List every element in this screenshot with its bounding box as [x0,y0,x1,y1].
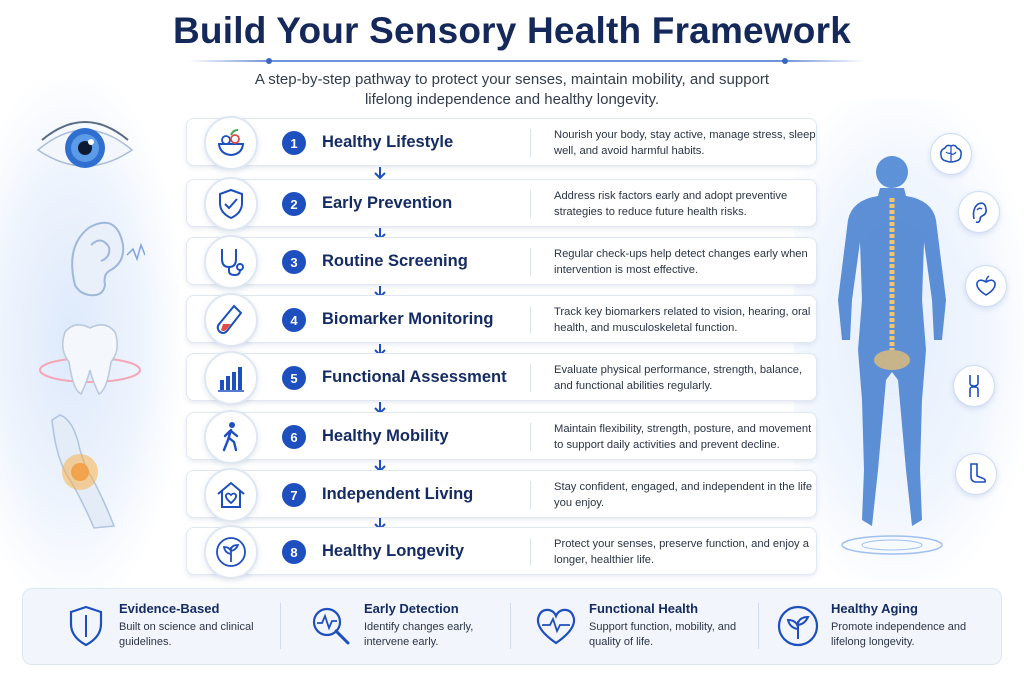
sprout-icon [204,525,258,579]
step-number: 3 [282,250,306,274]
feature-divider [758,603,759,649]
step-title: Early Prevention [322,194,453,212]
step-description: Protect your senses, preserve function, … [554,538,809,566]
eye-icon [30,100,140,190]
feature-healthy-aging: Healthy Aging Promote independence and l… [775,589,990,666]
step-title: Biomarker Monitoring [322,310,494,328]
shield-check-icon [204,177,258,231]
step-2: 2 Early Prevention Address risk factors … [186,177,817,231]
feature-title: Evidence-Based [119,601,220,616]
features-bar: Evidence-Based Built on science and clin… [22,588,1002,665]
step-6: 6 Healthy Mobility Maintain flexibility,… [186,410,817,464]
step-number: 4 [282,308,306,332]
step-divider [530,423,531,451]
feature-description: Built on science and clinical guidelines… [119,621,254,648]
feature-early-detection: Early Detection Identify changes early, … [308,589,518,666]
step-description: Stay confident, engaged, and independent… [554,481,813,509]
feature-description: Support function, mobility, and quality … [589,621,737,648]
brain-icon [930,133,972,175]
step-divider [530,248,531,276]
knee-joint-icon [30,410,140,530]
sprout-circle-icon [777,605,819,647]
step-description: Track key biomarkers related to vision, … [554,306,811,334]
feature-description: Promote independence and lifelong longev… [831,621,967,648]
step-number: 2 [282,192,306,216]
step-divider [530,481,531,509]
apple-heart-icon [965,265,1007,307]
step-title: Healthy Mobility [322,427,449,445]
step-divider [530,364,531,392]
feature-divider [280,603,281,649]
step-divider [530,306,531,334]
step-1: 1 Healthy Lifestyle Nourish your body, s… [186,116,817,170]
shield-icon [69,605,103,647]
step-description: Regular check-ups help detect changes ea… [554,248,808,276]
step-number: 1 [282,131,306,155]
step-description: Evaluate physical performance, strength,… [554,364,803,392]
step-divider [530,129,531,157]
feature-title: Early Detection [364,601,459,616]
step-4: 4 Biomarker Monitoring Track key biomark… [186,293,817,347]
feature-title: Healthy Aging [831,601,918,616]
tooth-icon [35,310,145,410]
step-3: 3 Routine Screening Regular check-ups he… [186,235,817,289]
step-number: 6 [282,425,306,449]
step-number: 5 [282,366,306,390]
step-number: 7 [282,483,306,507]
step-description: Address risk factors early and adopt pre… [554,190,788,218]
step-description: Nourish your body, stay active, manage s… [554,129,816,157]
step-7: 7 Independent Living Stay confident, eng… [186,468,817,522]
feature-divider [510,603,511,649]
step-title: Routine Screening [322,252,468,270]
foot-icon [955,453,997,495]
step-number: 8 [282,540,306,564]
step-title: Independent Living [322,485,474,503]
step-title: Healthy Longevity [322,542,465,560]
ear-icon [958,191,1000,233]
step-divider [530,190,531,218]
step-title: Functional Assessment [322,368,507,386]
page-subtitle: A step-by-step pathway to protect your s… [254,71,770,108]
home-heart-icon [204,468,258,522]
human-body-figure [822,150,972,560]
bar-chart-icon [204,351,258,405]
step-8: 8 Healthy Longevity Protect your senses,… [186,525,817,579]
step-5: 5 Functional Assessment Evaluate physica… [186,351,817,405]
step-title: Healthy Lifestyle [322,133,454,151]
feature-functional-health: Functional Health Support function, mobi… [533,589,753,666]
magnifier-pulse-icon [312,607,350,645]
step-divider [530,538,531,566]
stethoscope-icon [204,235,258,289]
walking-person-icon [204,410,258,464]
fruit-bowl-icon [204,116,258,170]
feature-description: Identify changes early, intervene early. [364,621,474,648]
ear-icon [45,205,145,305]
test-tube-icon [204,293,258,347]
title-divider [188,58,866,64]
page-title: Build Your Sensory Health Framework [173,10,851,51]
step-description: Maintain flexibility, strength, posture,… [554,423,812,451]
knee-icon [953,365,995,407]
heart-pulse-icon [536,608,576,645]
feature-evidence-based: Evidence-Based Built on science and clin… [63,589,278,666]
arrow-down-icon [374,167,386,180]
feature-title: Functional Health [589,601,699,616]
